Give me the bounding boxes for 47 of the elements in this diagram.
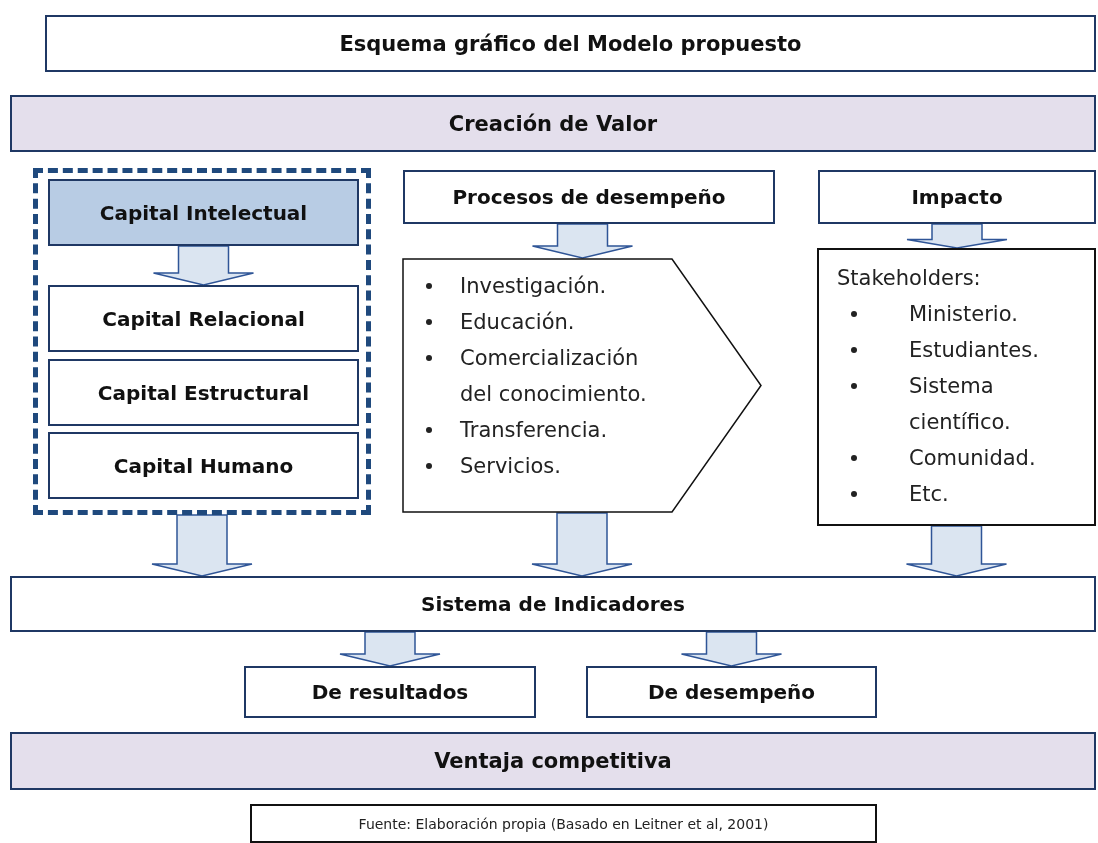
source-box — [250, 804, 877, 843]
box-label: Impacto — [911, 185, 1003, 209]
title-box — [45, 15, 1096, 72]
list-item: Transferencia. — [460, 418, 608, 442]
block-arrow — [680, 631, 783, 667]
list-item: Comercialización del conocimiento. — [460, 346, 647, 406]
box-label: Capital Relacional — [102, 306, 305, 331]
process-box — [403, 170, 775, 224]
process-box — [10, 576, 1096, 632]
box-label: Capital Estructural — [97, 380, 310, 405]
list-heading: Stakeholders: — [837, 265, 982, 292]
box-label: Esquema gráfico del Modelo propuesto — [339, 31, 802, 56]
box-label: De desempeño — [647, 680, 816, 704]
process-box — [48, 432, 359, 499]
list-item: Investigación. — [460, 274, 607, 298]
process-box — [48, 285, 359, 352]
process-box — [244, 666, 536, 718]
band-box — [10, 95, 1096, 152]
band-box — [10, 732, 1096, 790]
list-item: Etc. — [909, 482, 949, 506]
list-item: Servicios. — [460, 454, 561, 478]
block-arrow — [906, 223, 1008, 249]
list-item: Ministerio. — [909, 302, 1018, 326]
process-box — [48, 359, 359, 426]
block-arrow — [152, 245, 255, 286]
block-arrow — [151, 514, 253, 577]
block-arrow — [531, 512, 633, 577]
list-item: Estudiantes. — [909, 338, 1039, 362]
box-label: De resultados — [311, 680, 469, 704]
process-box — [818, 170, 1096, 224]
block-arrow — [531, 223, 634, 259]
source-note: Fuente: Elaboración propia (Basado en Leitner et al, 2001) — [358, 815, 769, 832]
box-label: Capital Intelectual — [99, 200, 308, 225]
block-arrow — [905, 525, 1008, 577]
box-label: Capital Humano — [113, 453, 294, 478]
list-item: Educación. — [460, 310, 575, 334]
stakeholder-box — [817, 248, 1096, 526]
box-label: Procesos de desempeño — [452, 185, 726, 209]
list-item: Sistema científico. — [909, 374, 1011, 434]
dashed-group-frame — [33, 168, 371, 515]
list-item: Comunidad. — [909, 446, 1036, 470]
box-label: Sistema de Indicadores — [421, 592, 685, 616]
box-label: Creación de Valor — [448, 111, 658, 136]
highlight-box — [48, 179, 359, 246]
block-arrow — [339, 631, 441, 667]
process-box — [586, 666, 877, 718]
box-label: Ventaja competitiva — [434, 749, 672, 773]
